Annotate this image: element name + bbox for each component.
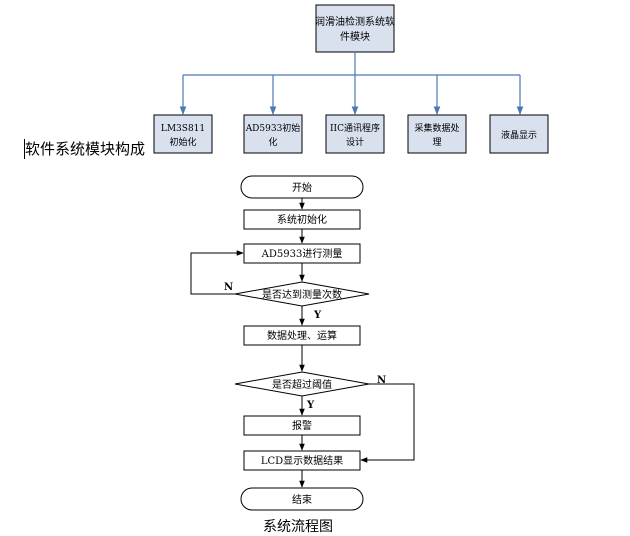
child-module-label-2b: 化 bbox=[268, 136, 277, 148]
child-module-label-1b: 初始化 bbox=[169, 136, 196, 148]
process-label: 数据处理、运算 bbox=[267, 329, 337, 342]
module-tree-caption: 软件系统模块构成 bbox=[25, 140, 146, 158]
child-module-box-2 bbox=[243, 114, 303, 154]
child-module-label-3b: 设计 bbox=[346, 136, 364, 148]
child-module-box-4 bbox=[407, 114, 467, 154]
child-module-box-1 bbox=[153, 114, 213, 154]
label-n-1: N bbox=[224, 282, 233, 293]
child-module-label-4b: 理 bbox=[432, 137, 441, 148]
root-module-label-2: 件模块 bbox=[340, 31, 370, 43]
label-n-2: N bbox=[377, 375, 386, 386]
root-module-box bbox=[315, 4, 395, 53]
child-module-box-3 bbox=[325, 114, 385, 154]
flowchart-caption: 系统流程图 bbox=[263, 519, 333, 535]
bypass-n-arrow bbox=[360, 383, 415, 463]
decision-threshold-label: 是否超过阈值 bbox=[272, 378, 332, 391]
child-module-label-5a: 液晶显示 bbox=[501, 129, 537, 141]
label-y-1: Y bbox=[313, 310, 322, 321]
alarm-label: 报警 bbox=[292, 419, 312, 432]
child-module-label-3a: IIC通讯程序 bbox=[330, 122, 380, 134]
end-label: 结束 bbox=[292, 493, 312, 506]
child-module-box-5 bbox=[489, 114, 549, 154]
loop-n-arrow bbox=[190, 250, 244, 295]
module-tree: 润滑油检测系统软 件模块 LM3S811 初始化 AD5933初始 化 IIC通… bbox=[153, 4, 549, 154]
measure-label: AD5933进行测量 bbox=[261, 247, 343, 260]
child-module-label-4a: 采集数据处 bbox=[414, 122, 459, 134]
init-label: 系统初始化 bbox=[277, 213, 327, 226]
decision-count-label: 是否达到测量次数 bbox=[262, 288, 342, 301]
lcd-label: LCD显示数据结果 bbox=[261, 454, 343, 467]
flowchart: 开始 系统初始化 AD5933进行测量 是否达到测量次数 N Y 数据处理、运算… bbox=[190, 175, 415, 511]
child-module-label-1a: LM3S811 bbox=[161, 124, 205, 134]
end-terminal bbox=[240, 487, 364, 511]
root-module-label-1: 润滑油检测系统软 bbox=[315, 15, 395, 28]
start-label: 开始 bbox=[292, 181, 312, 194]
child-module-label-2a: AD5933初始 bbox=[245, 122, 301, 134]
label-y-2: Y bbox=[306, 400, 315, 411]
